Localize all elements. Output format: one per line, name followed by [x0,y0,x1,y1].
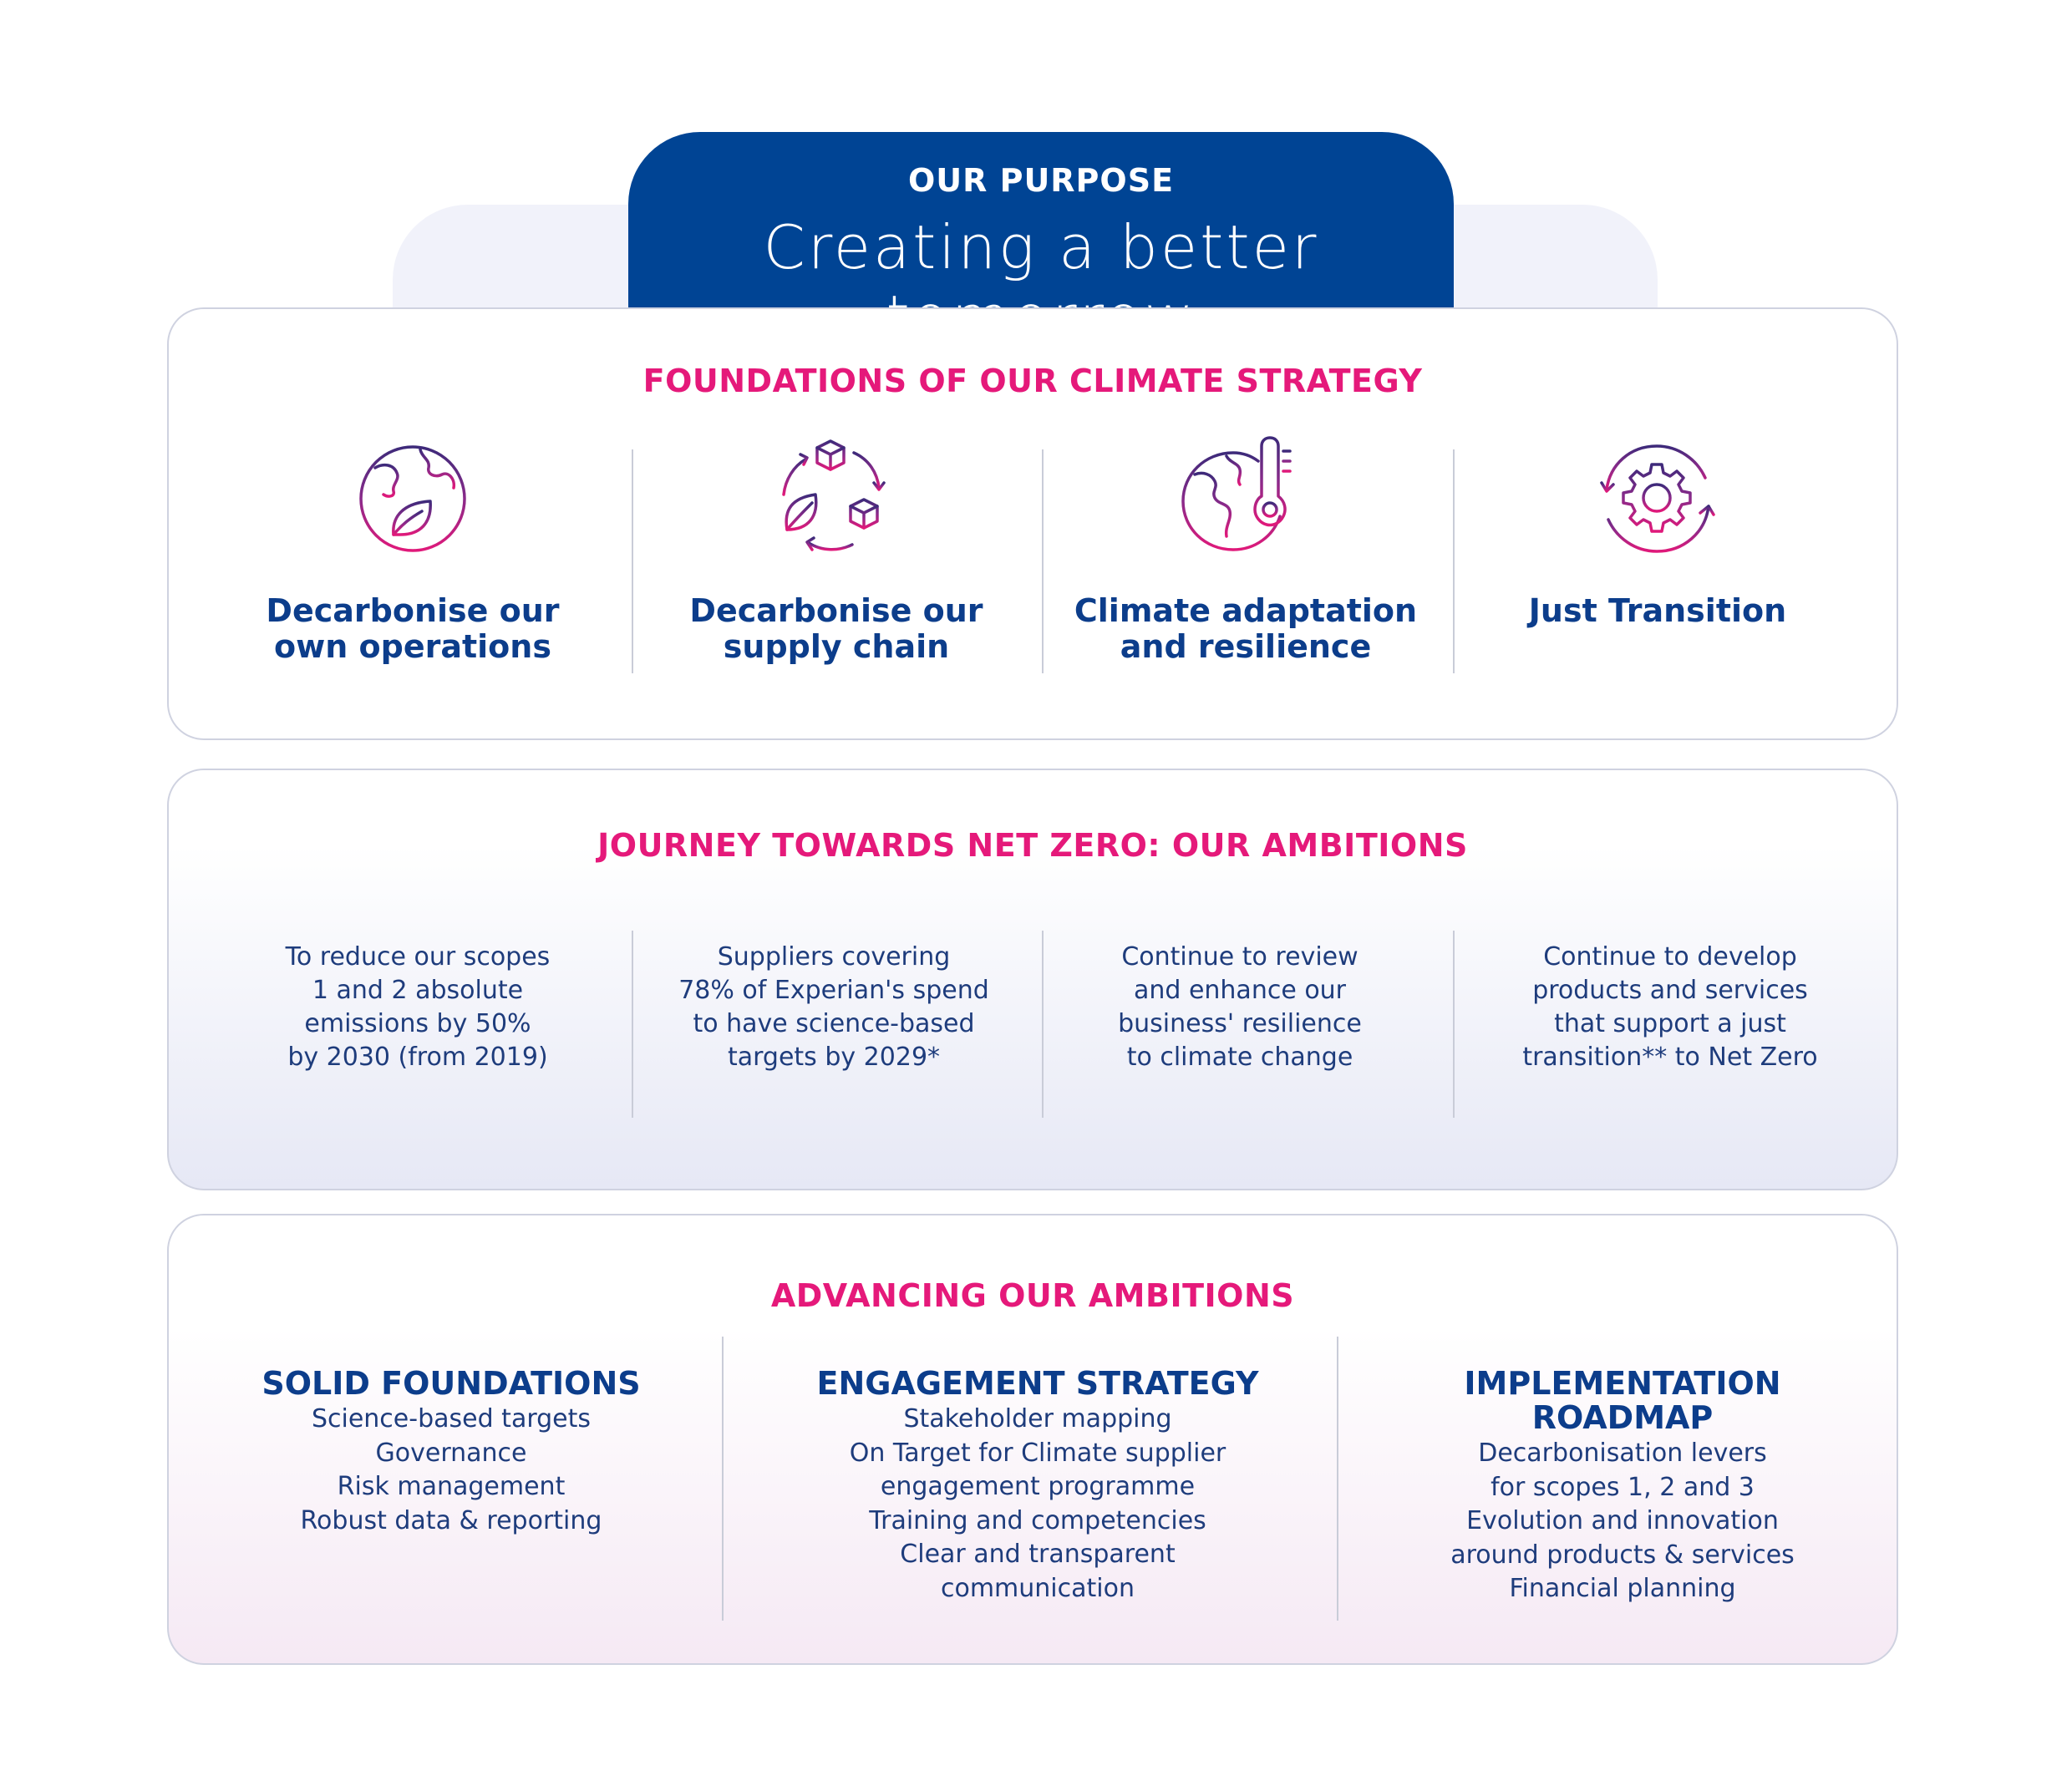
column-items-engagement-strategy: Stakeholder mapping On Target for Climat… [787,1403,1288,1606]
pillar-title-just-transition: Just Transition [1528,592,1787,629]
list-item: Training and competencies [869,1505,1206,1535]
ambition-emissions: To reduce our scopes 1 and 2 absolute em… [285,942,551,1072]
list-item: Evolution and innovation [1466,1506,1779,1535]
pillar-divider [1042,449,1044,673]
column-items-solid-foundations: Science-based targets Governance Risk ma… [201,1403,702,1538]
pillar-divider [632,449,633,673]
globe-thermometer-icon [1181,436,1292,551]
pillar-title-supply-chain: Decarbonise our supply chain [689,592,983,665]
ambition-suppliers: Suppliers covering 78% of Experian's spe… [678,942,989,1072]
foundations-panel: FOUNDATIONS OF OUR CLIMATE STRATEGY Deca… [167,307,1898,740]
list-item: On Target for Climate supplier [849,1438,1226,1468]
list-item: engagement programme [880,1472,1196,1501]
foundations-heading: FOUNDATIONS OF OUR CLIMATE STRATEGY [642,363,1423,399]
gear-cycle-icon [1600,444,1715,553]
list-item: Risk management [337,1472,566,1501]
purpose-label: OUR PURPOSE [907,162,1175,199]
supply-cycle-icon [782,439,886,551]
list-item: Financial planning [1509,1574,1736,1603]
globe-leaf-icon [359,445,466,552]
column-divider [722,1337,724,1621]
list-item: Decarbonisation levers [1478,1439,1767,1468]
list-item: around products & services [1450,1540,1795,1570]
column-title-implementation-roadmap: IMPLEMENTATION ROADMAP [1464,1365,1781,1436]
pillar-title-own-operations: Decarbonise our own operations [266,592,560,665]
purpose-tab: OUR PURPOSE Creating a better tomorrow [628,132,1454,353]
column-title-solid-foundations: SOLID FOUNDATIONS [262,1365,641,1402]
column-title-engagement-strategy: ENGAGEMENT STRATEGY [816,1365,1259,1402]
journey-panel: JOURNEY TOWARDS NET ZERO: OUR AMBITIONS … [167,769,1898,1190]
list-item: Robust data & reporting [300,1505,602,1535]
journey-heading: JOURNEY TOWARDS NET ZERO: OUR AMBITIONS [597,827,1468,864]
list-item: Stakeholder mapping [903,1404,1172,1433]
pillar-title-adaptation: Climate adaptation and resilience [1074,592,1418,665]
ambition-divider [1042,931,1044,1118]
ambition-divider [1453,931,1455,1118]
pillar-divider [1453,449,1455,673]
ambition-resilience: Continue to review and enhance our busin… [1118,942,1362,1072]
advancing-panel: ADVANCING OUR AMBITIONS SOLID FOUNDATION… [167,1214,1898,1665]
column-divider [1337,1337,1338,1621]
list-item: Governance [375,1438,527,1468]
ambition-just-transition: Continue to develop products and service… [1522,942,1818,1072]
list-item: Science-based targets [311,1404,592,1433]
advancing-heading: ADVANCING OUR AMBITIONS [770,1277,1295,1314]
list-item: for scopes 1, 2 and 3 [1491,1472,1755,1502]
ambition-divider [632,931,633,1118]
list-item: Clear and transparent [900,1540,1176,1569]
column-items-implementation-roadmap: Decarbonisation levers for scopes 1, 2 a… [1372,1437,1873,1606]
list-item: communication [940,1573,1135,1603]
